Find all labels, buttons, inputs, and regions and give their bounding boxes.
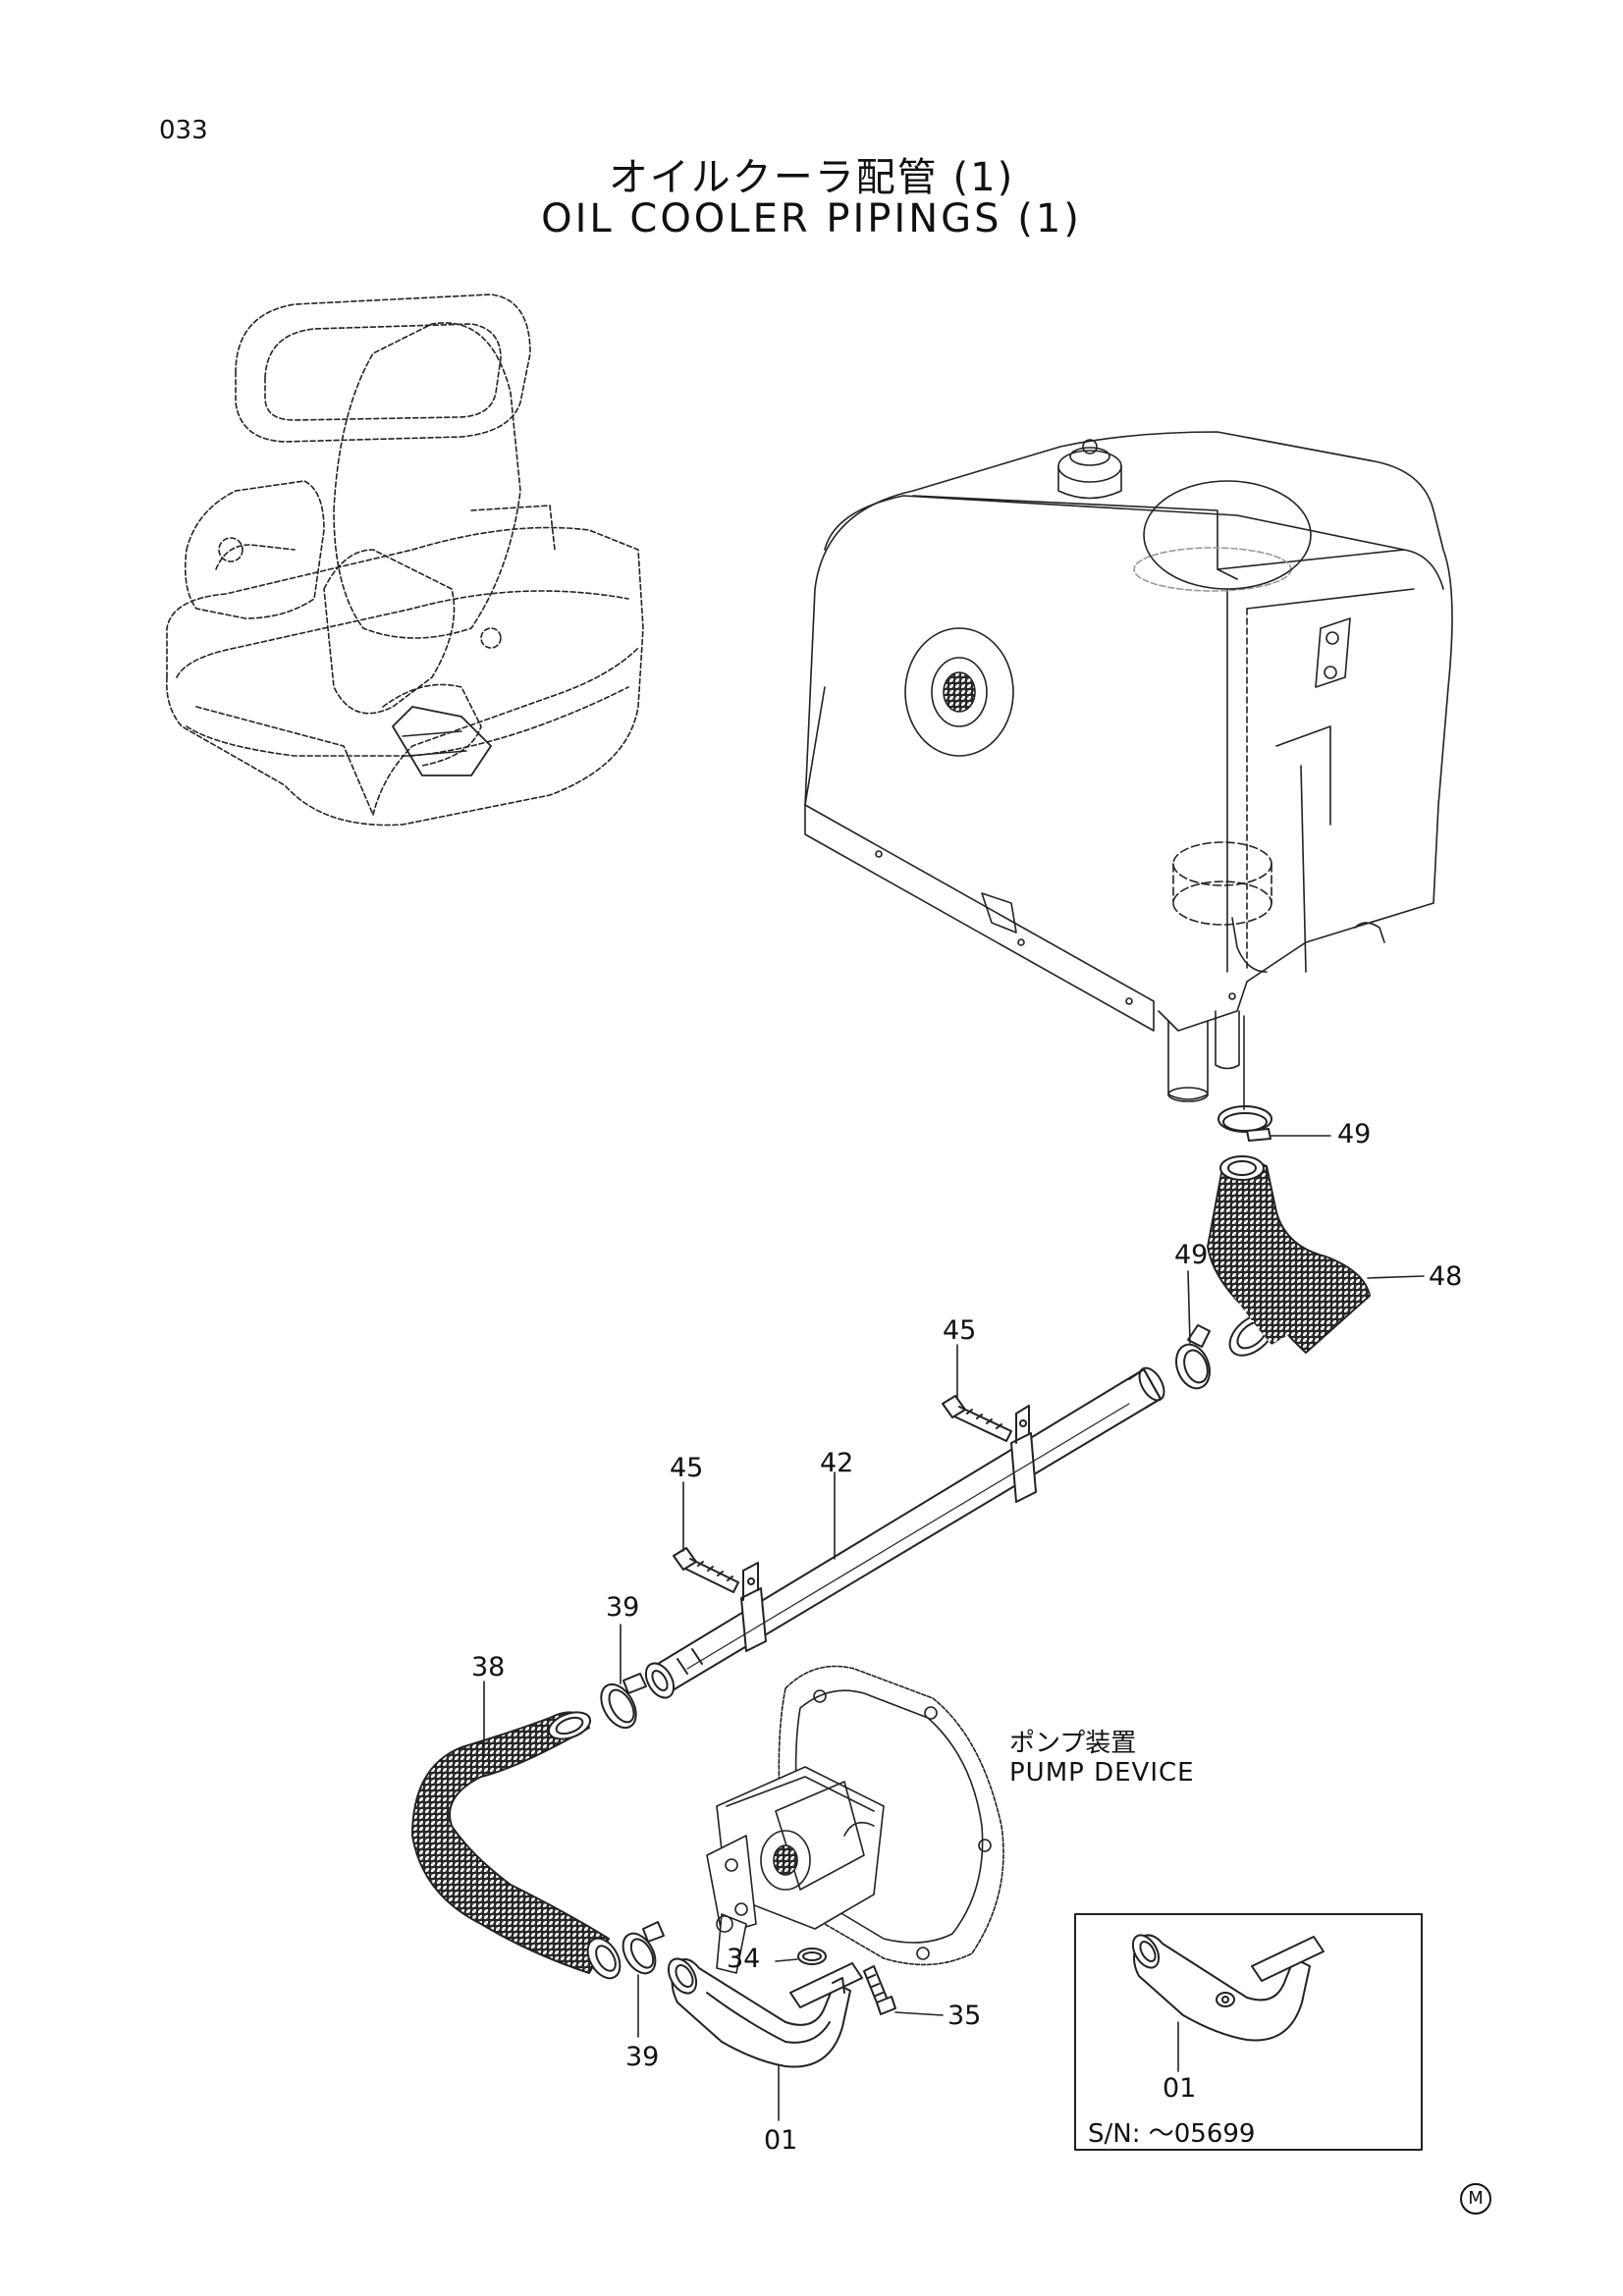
- title-english: OIL COOLER PIPINGS (1): [541, 196, 1082, 241]
- part-label-45-lower: 45: [670, 1453, 704, 1483]
- part-label-01: 01: [764, 2125, 798, 2156]
- pump-device-label-japanese: ポンプ装置: [1009, 1729, 1137, 1758]
- elbow-hose-48: [1207, 1155, 1371, 1357]
- o-ring-34: [797, 1948, 827, 1965]
- bolt-45-upper: [942, 1395, 1012, 1442]
- part-label-38: 38: [471, 1652, 506, 1682]
- part-label-39-lower: 39: [625, 2042, 660, 2072]
- leader-lines: [483, 1135, 1425, 2121]
- inset-part-label-01: 01: [1163, 2073, 1197, 2104]
- part-label-49-top: 49: [1337, 1119, 1372, 1149]
- bolt-35: [863, 1965, 896, 2015]
- part-label-49-middle: 49: [1174, 1240, 1209, 1270]
- part-label-39-upper: 39: [606, 1592, 640, 1623]
- pump-device-label-english: PUMP DEVICE: [1009, 1758, 1195, 1788]
- part-label-34: 34: [727, 1944, 761, 1974]
- hose-clamp-39-lower: [622, 1921, 665, 1975]
- oil-tank-illustration: [804, 431, 1453, 1102]
- hose-clamp-39-upper: [600, 1673, 647, 1730]
- hose-clamp-49-top: [1217, 1015, 1272, 1142]
- page-number: 033: [159, 116, 208, 145]
- hose-clamp-49-middle: [1175, 1324, 1211, 1390]
- part-label-35: 35: [947, 2001, 982, 2031]
- pipe-01: [667, 1957, 863, 2068]
- pipe-42: [644, 1366, 1165, 1699]
- corner-mark: M: [1460, 2183, 1491, 2215]
- part-label-42: 42: [820, 1448, 854, 1478]
- pump-device-illustration: [706, 1665, 1004, 1974]
- machine-overview-illustration: [165, 294, 644, 827]
- inset-serial-number: S/N: ～05699: [1088, 2119, 1256, 2149]
- bolt-45-lower: [673, 1547, 739, 1593]
- title-japanese: オイルクーラ配管 (1): [608, 155, 1015, 200]
- inset-box: [1074, 1913, 1423, 2151]
- part-label-48: 48: [1429, 1261, 1463, 1292]
- hose-38: [411, 1711, 622, 1980]
- part-label-45-upper: 45: [943, 1315, 977, 1346]
